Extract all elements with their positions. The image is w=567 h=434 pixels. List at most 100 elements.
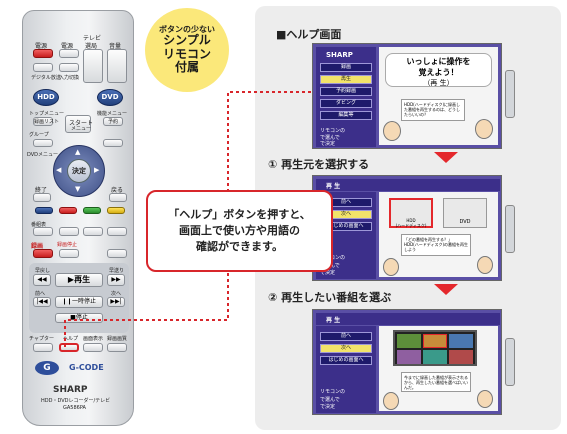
badge-line-4: 付属 <box>174 60 199 75</box>
reserve-button[interactable] <box>103 117 123 126</box>
s1-menu-item[interactable]: 編集等 <box>320 111 372 120</box>
help-screen-2: 再 生 前へ 次へ はじめの画面へ リモコンの で選んで で決定 HDD (ハー… <box>312 175 502 281</box>
tv-power-button[interactable] <box>59 49 79 58</box>
s3-header: 再 生 <box>316 313 500 325</box>
program-button[interactable] <box>33 227 53 236</box>
misc-button-2[interactable] <box>83 227 103 236</box>
hdd-button[interactable]: HDD <box>33 89 59 106</box>
s2-title: 再 生 <box>326 183 341 190</box>
dpad-up-icon[interactable]: ▲ <box>75 148 81 156</box>
s1-menu-item-selected[interactable]: 再生 <box>320 75 372 84</box>
mini-remote-icon <box>505 338 515 386</box>
s1-menu-item[interactable]: ダビング <box>320 99 372 108</box>
blue-key[interactable] <box>35 207 53 214</box>
digital-label: デジタル放送 <box>31 75 61 81</box>
forward-button[interactable]: ▶▶ <box>107 274 125 286</box>
play-button[interactable]: ▶再生 <box>55 273 103 287</box>
stop-button[interactable]: ■停止 <box>55 313 103 323</box>
display-label: 画面表示 <box>83 336 104 342</box>
channel-label: 選局 <box>85 43 98 50</box>
decide-button[interactable]: 決定 <box>67 159 91 183</box>
rec-mode-button[interactable] <box>107 343 127 352</box>
group-label: グループ <box>29 132 49 138</box>
dpad-right-icon[interactable]: ▶ <box>94 166 100 174</box>
s3-footer-2: で選んで <box>320 397 340 403</box>
group-button[interactable] <box>33 139 53 147</box>
s3-menu-item-selected[interactable]: 次へ <box>320 344 372 353</box>
thumbnail[interactable] <box>397 334 421 348</box>
rec-stop-button[interactable] <box>59 249 79 258</box>
help-button[interactable] <box>59 343 79 352</box>
character-man-icon <box>383 392 399 410</box>
step-arrow-1-icon <box>434 152 458 163</box>
misc-button-1[interactable] <box>59 227 79 236</box>
help-connector-line <box>64 91 318 347</box>
mini-remote-icon <box>505 205 515 253</box>
back-button[interactable] <box>109 193 127 202</box>
yellow-key[interactable] <box>107 207 125 214</box>
s1-heading-1: いっしょに操作を <box>406 57 471 66</box>
thumbnail-selected[interactable] <box>423 334 447 348</box>
thumbnail[interactable] <box>397 350 421 364</box>
back-label: 戻る <box>111 187 124 194</box>
character-man-icon <box>383 258 399 276</box>
misc-button-3[interactable] <box>107 227 127 236</box>
s1-menu-item[interactable]: 録画 <box>320 63 372 72</box>
s3-content: 今までに録画した番組が表示されるから、再生したい番組を選べばいいんだ。 <box>379 326 498 411</box>
start-menu-button[interactable]: スタート メニュー <box>65 115 94 133</box>
s3-speech-bubble: 今までに録画した番組が表示されるから、再生したい番組を選べばいいんだ。 <box>401 372 471 392</box>
volume-rocker[interactable] <box>107 49 127 83</box>
s3-footer-3: で決定 <box>320 404 336 410</box>
thumbnail[interactable] <box>449 334 473 348</box>
callout-line-1: 「ヘルプ」ボタンを押すと、 <box>168 208 311 222</box>
chapter-button[interactable] <box>33 343 53 352</box>
red-key[interactable] <box>59 207 77 214</box>
record-label: 録画 <box>31 243 44 250</box>
thumbnail[interactable] <box>423 350 447 364</box>
character-boy-icon <box>475 119 493 139</box>
s3-menu-item[interactable]: 前へ <box>320 332 372 341</box>
pause-button[interactable]: ❙❙一時停止 <box>55 296 103 308</box>
record-button[interactable] <box>33 249 53 258</box>
reserve-list-label: 録画リスト <box>34 119 60 125</box>
badge-line-1: ボタンの少ない <box>159 24 215 34</box>
brand-logo: SHARP <box>53 385 88 395</box>
thumbnail[interactable] <box>449 350 473 364</box>
reserve-list-button[interactable] <box>33 117 53 126</box>
misc-button-4[interactable] <box>107 249 127 258</box>
dpad-left-icon[interactable]: ◀ <box>56 166 62 174</box>
rewind-label: 早戻し <box>35 268 51 274</box>
prev-button[interactable]: |◀◀ <box>33 297 51 307</box>
s2-hdd-option[interactable]: HDD (ハードディスク) <box>389 198 433 228</box>
top-menu-label: トップメニュー <box>29 111 65 117</box>
play-icon: ▶ <box>67 275 75 284</box>
stop-label: 停止 <box>75 314 88 321</box>
simple-remote-badge: ボタンの少ない シンプル リモコン 付属 <box>145 8 229 92</box>
s3-menu-item[interactable]: はじめの画面へ <box>320 356 372 365</box>
green-key[interactable] <box>83 207 101 214</box>
help-label: ヘルプ <box>63 336 79 342</box>
s2-content: HDD (ハードディスク) DVD 「どの番組を再生する？」 HDD(ハードディ… <box>379 192 498 277</box>
s3-menu: 前へ 次へ はじめの画面へ リモコンの で選んで で決定 <box>316 326 376 413</box>
digital-button[interactable] <box>33 63 53 72</box>
start-label: スタート <box>69 120 94 127</box>
next-button[interactable]: ▶▶| <box>107 297 125 307</box>
dpad-down-icon[interactable]: ▼ <box>75 185 81 193</box>
s2-dvd-option[interactable]: DVD <box>443 198 487 228</box>
input-button[interactable] <box>59 63 79 72</box>
s2-header: 再 生 <box>316 179 500 191</box>
function-menu-button[interactable] <box>103 139 123 147</box>
display-button[interactable] <box>83 343 103 352</box>
end-button[interactable] <box>33 193 51 202</box>
function-menu-label: 機能メニュー <box>97 111 128 117</box>
dvd-button[interactable]: DVD <box>97 89 123 106</box>
gcode-logo: G-CODE <box>69 363 104 372</box>
power-button[interactable] <box>33 49 53 58</box>
s1-menu-item[interactable]: 予約録画 <box>320 87 372 96</box>
s1-footer-1: リモコンの <box>320 128 346 134</box>
rewind-button[interactable]: ◀◀ <box>33 274 51 286</box>
power-label: 電源 <box>35 43 48 50</box>
s1-heading-3: （再 生） <box>423 79 454 87</box>
channel-rocker[interactable] <box>83 49 103 83</box>
prev-label: 前へ <box>35 291 46 297</box>
